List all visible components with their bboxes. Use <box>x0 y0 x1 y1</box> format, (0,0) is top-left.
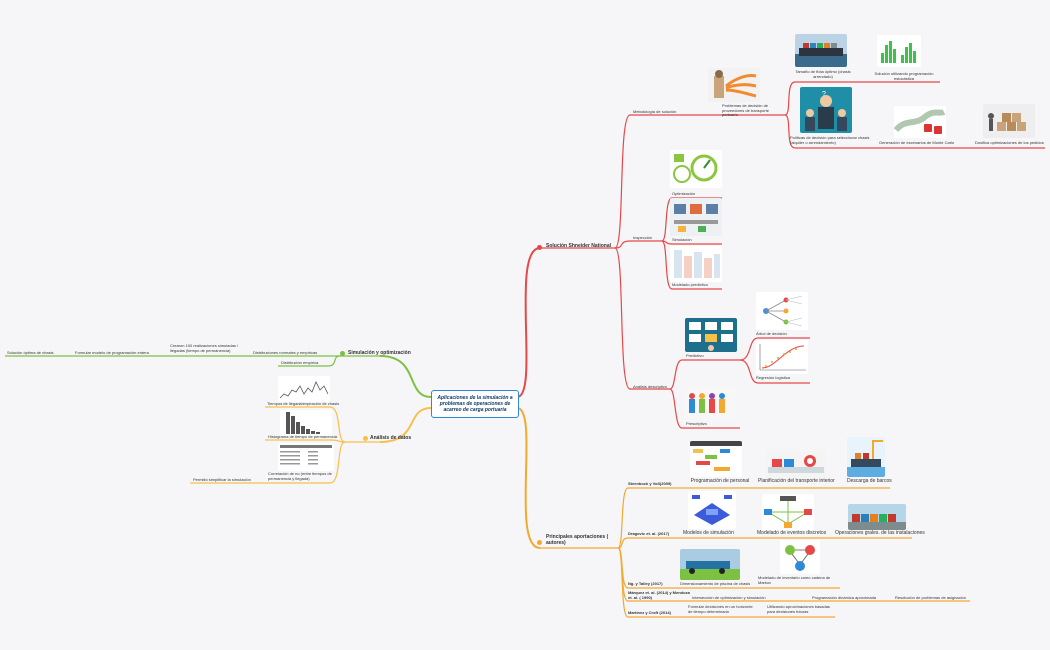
dimensionamiento-topic[interactable]: Dimensionamiento de piscina de chasis <box>680 581 751 586</box>
analisis-descriptivo-topic[interactable]: Análisis descriptivo <box>633 384 668 389</box>
arrivals-line-chart-image <box>278 376 330 402</box>
business-people-illustration: ? <box>800 87 852 133</box>
interseccion-topic[interactable]: Intersección de optimización y simulació… <box>692 595 766 600</box>
people-queue-image <box>684 386 736 420</box>
ship-unloading-image <box>847 437 885 477</box>
ship-photo <box>795 34 847 67</box>
analisis-dot <box>363 436 368 441</box>
arbol-topic[interactable]: Árbol de decisión <box>756 331 787 336</box>
predictive-model-image <box>670 246 722 282</box>
decision-tree-image <box>756 292 808 330</box>
marquez-topic[interactable]: Márquez et. al. (2014) y Mendoza et. al.… <box>628 590 690 600</box>
utilizando-aproximaciones-topic[interactable]: Utilizando aproximaciones basadas para d… <box>767 604 830 614</box>
root-topic[interactable]: Aplicaciones de la simulación a problema… <box>431 390 519 418</box>
crearon-topic[interactable]: Crearon 100 realizaciones simuladas / ll… <box>170 343 239 353</box>
modelado-predictivo-topic[interactable]: Modelado predictivo <box>672 282 708 287</box>
modelos-simulacion-topic[interactable]: Modelos de simulación <box>683 530 734 536</box>
montecarlo-topic[interactable]: Generación de escenarios de Monte Carlo <box>879 140 955 145</box>
eventos-discretos-topic[interactable]: Modelado de eventos discretos <box>757 530 827 536</box>
problemas-topic[interactable]: Problemas de decisión de proveedores de … <box>722 103 769 118</box>
operaciones-generales-topic[interactable]: Operaciones grales. de las instalaciones <box>835 530 925 536</box>
simulation-models-image <box>688 491 736 529</box>
histogram-image <box>280 410 332 436</box>
regresion-topic[interactable]: Regresión logística <box>756 375 791 380</box>
inventario-markov-topic[interactable]: Modelado de inventario como cadena de Ma… <box>758 575 831 585</box>
correlation-table-image <box>278 443 334 471</box>
markov-chain-image <box>780 540 820 574</box>
ng-talley-topic[interactable]: Ng. y Talley (2017) <box>628 581 663 586</box>
formular-modelo-topic[interactable]: Formular modelo de programación entera <box>75 350 149 355</box>
formular-decisiones-topic[interactable]: Formular decisiones en un horizonte de t… <box>688 604 753 614</box>
correlacion-topic[interactable]: Correlación de no (entre tiempos de perm… <box>268 471 332 481</box>
principales-topic[interactable]: Principales aportaciones ( autores) <box>546 534 609 546</box>
resolucion-topic[interactable]: Resolución de problemas de asignación <box>895 595 966 600</box>
simulacion-sub-topic[interactable]: Simulación <box>672 237 692 242</box>
histograma-topic[interactable]: Histograma de tiempo de permanencia <box>268 434 337 439</box>
distribuciones-topic[interactable]: Distribuciones normales y empíricas <box>253 350 318 355</box>
politicas-topic[interactable]: Políticas de decisión para seleccionar c… <box>790 135 870 145</box>
schneider-topic[interactable]: Solución Shneider National <box>546 243 612 249</box>
martinez-topic[interactable]: Martínez y Croft (2014) <box>628 610 671 615</box>
simulacion-topic[interactable]: Simulación y optimización <box>348 350 411 356</box>
tamano-topic[interactable]: Tamaño de flota óptimo (chasis arrendado… <box>795 69 851 79</box>
principales-dot <box>537 540 542 545</box>
predictivo-topic[interactable]: Predictivo <box>686 353 704 358</box>
optimizacion-topic[interactable]: Optimización <box>672 191 696 196</box>
programacion-personal-topic[interactable]: Programación de personal <box>690 478 750 484</box>
discrete-events-diagram-image <box>762 494 814 530</box>
schneider-dot <box>537 245 542 250</box>
distribucion-empirica-topic[interactable]: Distribución empírica <box>281 360 319 365</box>
solucion-optima-topic[interactable]: Solución óptima de chasis <box>7 350 54 355</box>
planificacion-transporte-topic[interactable]: Planificación del transporte interior <box>758 478 835 484</box>
histogram-chart-image <box>877 35 921 67</box>
steenbock-topic[interactable]: Steenbock y Voß(2009) <box>628 481 672 486</box>
dragovic-topic[interactable]: Dragovic et. al. (2017) <box>628 531 670 536</box>
inspeccion-topic[interactable]: Inspección <box>633 235 653 240</box>
analisis-topic[interactable]: Análisis de datos <box>370 435 412 441</box>
permitio-topic[interactable]: Permitió simplificar la simulación <box>193 477 251 482</box>
boxes-illustration <box>983 104 1035 138</box>
prescriptivo-topic[interactable]: Prescriptivo <box>686 421 707 426</box>
metodologia-topic[interactable]: Metodología de solución <box>633 109 677 114</box>
regression-scatter-image <box>756 340 808 374</box>
dashboard-image <box>685 318 737 352</box>
simulacion-dot <box>340 351 345 356</box>
port-operations-image <box>848 504 906 530</box>
solucion-estocastica-topic[interactable]: Solución utilizando programación estocás… <box>874 71 934 81</box>
simulation-factory-image <box>670 198 722 236</box>
tiempos-topic[interactable]: Tiempos de llegada/expiración de chasis <box>267 401 340 406</box>
chassis-truck-photo <box>680 549 740 580</box>
svg-text:?: ? <box>822 91 826 98</box>
schedule-calendar-image <box>690 441 742 477</box>
programacion-dinamica-topic[interactable]: Programación dinámica aproximada <box>812 595 877 600</box>
hand-illustration <box>708 68 760 102</box>
descarga-topic[interactable]: Descarga de barcos <box>847 478 892 484</box>
optimization-icons-image <box>670 150 722 188</box>
montecarlo-dice-image <box>894 106 946 138</box>
transport-planning-image <box>766 451 826 479</box>
dosifica-topic[interactable]: Dosifica optimizaciones de los pedidos <box>975 140 1044 145</box>
